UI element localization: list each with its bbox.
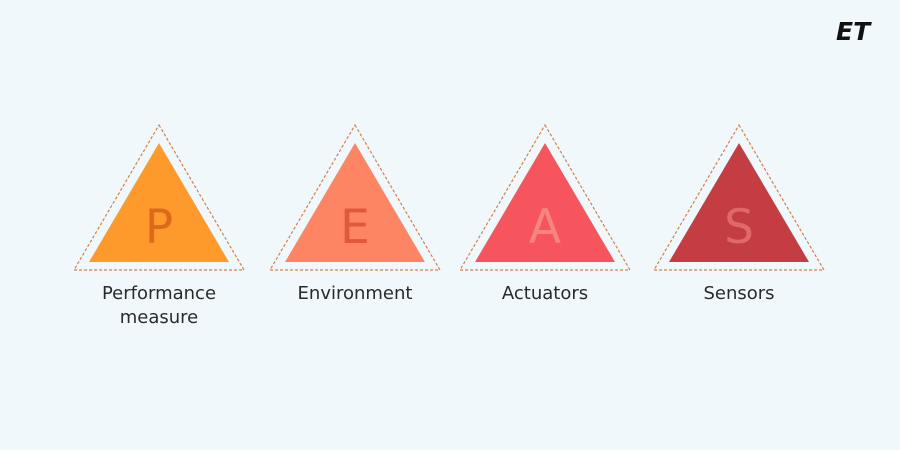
peas-item-e: E Environment: [268, 123, 442, 304]
triangle-e: [285, 143, 425, 262]
caption-line: Environment: [298, 283, 413, 304]
caption-line: measure: [120, 307, 199, 328]
caption-line: Performance: [102, 283, 216, 304]
triangle-letter: A: [529, 200, 561, 255]
triangle-letter: S: [724, 200, 754, 255]
caption-line: Sensors: [703, 283, 774, 304]
peas-item-p: P Performance measure: [72, 123, 246, 328]
triangle-letter: P: [145, 200, 173, 255]
triangle-outline: [268, 123, 442, 271]
triangle-letter: E: [340, 200, 370, 255]
triangle-a: [475, 143, 615, 262]
triangle-outline: [652, 123, 826, 271]
triangle-p: [89, 143, 229, 262]
peas-item-s: S Sensors: [652, 123, 826, 304]
peas-item-a: A Actuators: [458, 123, 632, 304]
caption-line: Actuators: [502, 283, 588, 304]
triangle-outline: [72, 123, 246, 271]
brand-logo: ET: [836, 18, 872, 44]
triangle-s: [669, 143, 809, 262]
triangle-outline: [458, 123, 632, 271]
brand-logo-text: ET: [836, 18, 872, 44]
